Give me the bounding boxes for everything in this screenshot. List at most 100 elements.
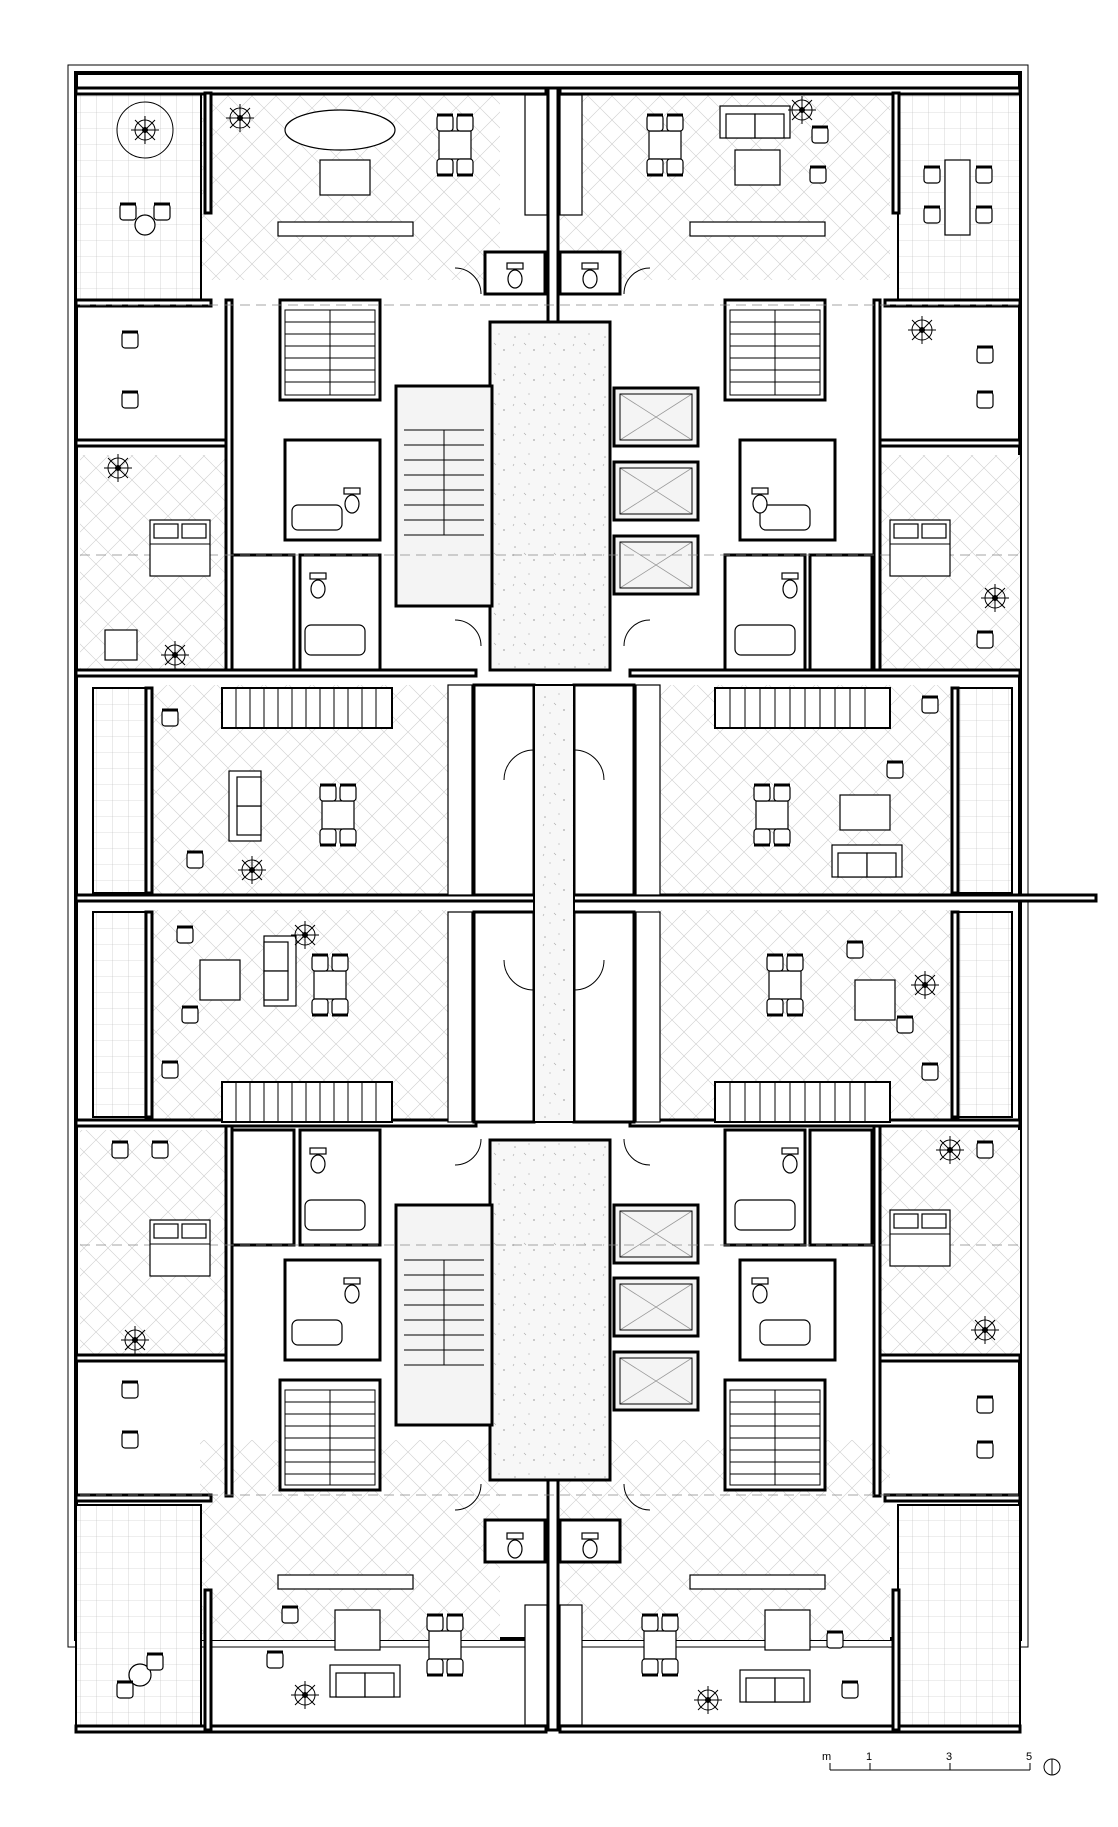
chair-icon (808, 165, 828, 185)
party-wall-top (546, 86, 560, 350)
chair-icon (975, 390, 995, 410)
toilet-icon (581, 262, 599, 289)
stair-icon (404, 1259, 484, 1366)
wall-h6-e (873, 1353, 1022, 1363)
chair-icon (180, 1005, 200, 1025)
rug-nw (284, 109, 396, 151)
plant-icon (103, 453, 133, 483)
closet-sw (230, 1128, 296, 1247)
wardrobe-sw (277, 1574, 414, 1590)
coffee-table-se (764, 1609, 811, 1651)
chair-icon (120, 330, 140, 350)
bathtub-nw (291, 504, 343, 531)
door-swing (503, 749, 535, 781)
toilet-icon (309, 1147, 327, 1174)
chair-icon (115, 1680, 135, 1700)
door-swing (623, 619, 651, 647)
sofa-icon (719, 105, 791, 139)
chair-icon (150, 1140, 170, 1160)
wall-v-w-rooms-2 (224, 1124, 234, 1498)
central-cell-se (572, 910, 636, 1124)
chair-icon (920, 695, 940, 715)
balcony-e1 (954, 687, 1013, 894)
toilet-icon (343, 487, 361, 514)
bed-icon (149, 519, 211, 577)
kitchen-counter-w2 (447, 911, 473, 1123)
bed-icon (889, 1209, 951, 1267)
terrace-sw (75, 1504, 202, 1731)
stair-icon (729, 309, 821, 396)
toilet-icon (581, 1532, 599, 1559)
tree-icon (130, 115, 160, 145)
chair-icon (825, 1630, 845, 1650)
toilet-icon (343, 1277, 361, 1304)
stair-icon (284, 309, 376, 396)
plant-icon (980, 583, 1010, 613)
plant-icon (225, 103, 255, 133)
plant-icon (290, 920, 320, 950)
wardrobe-ne (689, 221, 826, 237)
wall-bottom-left (74, 1724, 548, 1734)
closet-ne (808, 553, 874, 672)
stair-icon (714, 687, 891, 729)
chair-icon (975, 630, 995, 650)
wall-v-e-rooms (872, 298, 882, 672)
sofa-icon (329, 1664, 401, 1698)
toilet-icon (781, 1147, 799, 1174)
chair-icon (922, 165, 942, 185)
bathtub-ne-2 (734, 624, 796, 656)
chair-icon (160, 1060, 180, 1080)
terrace-nw (75, 92, 202, 304)
balcony-e2 (954, 911, 1013, 1118)
wall-v-w-balcony-2 (144, 910, 154, 1119)
kitchenette-s-left (524, 1604, 548, 1726)
sofa-icon (263, 935, 297, 1007)
chair-icon (974, 205, 994, 225)
chair-icon (975, 345, 995, 365)
coffee-table-e2 (854, 979, 896, 1021)
door-swing (454, 267, 482, 295)
toilet-icon (781, 572, 799, 599)
kitchen-counter-e2 (635, 911, 661, 1123)
door-swing (573, 959, 605, 991)
bathtub-sw (291, 1319, 343, 1346)
bed-icon (889, 519, 951, 577)
central-cell-nw (472, 683, 536, 897)
chair-icon (120, 1380, 140, 1400)
coffee-table-ne (734, 149, 781, 186)
kitchen-counter-w1 (447, 684, 473, 896)
chair-icon (895, 1015, 915, 1035)
kitchen-counter-e1 (635, 684, 661, 896)
kitchenette-n-left (524, 94, 548, 216)
stair-icon (221, 687, 393, 729)
door-swing (573, 749, 605, 781)
sofa-icon (739, 1669, 811, 1703)
balcony-w2 (92, 911, 151, 1118)
stair-icon (284, 1389, 376, 1486)
scale-tick-label: 1 (866, 1751, 872, 1763)
wall-h2-w (74, 438, 228, 448)
stair-icon (221, 1081, 393, 1123)
wall-h1-w (74, 298, 213, 308)
elevator-icon (612, 1203, 700, 1265)
plant-icon (237, 855, 267, 885)
door-swing (623, 267, 651, 295)
wall-v-w-rooms (224, 298, 234, 672)
wall-h2-e (873, 438, 1022, 448)
party-wall-bottom (546, 1463, 560, 1732)
core-corridor-north (488, 320, 612, 672)
elevator-icon (612, 386, 700, 448)
bathtub-ne (759, 504, 811, 531)
wall-h1-e (883, 298, 1022, 308)
wall-top-left (74, 86, 548, 96)
chair-icon (920, 1062, 940, 1082)
toilet-icon (751, 1277, 769, 1304)
toilet-icon (506, 1532, 524, 1559)
elevator-icon (612, 460, 700, 522)
wall-v-nw-terrace (203, 91, 213, 215)
wall-v-sw-terrace (203, 1588, 213, 1732)
kitchenette-s-right (559, 1604, 583, 1726)
wall-v-e-balcony-2 (950, 910, 960, 1119)
wall-v-e-balcony-1 (950, 686, 960, 895)
door-swing (454, 1483, 482, 1511)
